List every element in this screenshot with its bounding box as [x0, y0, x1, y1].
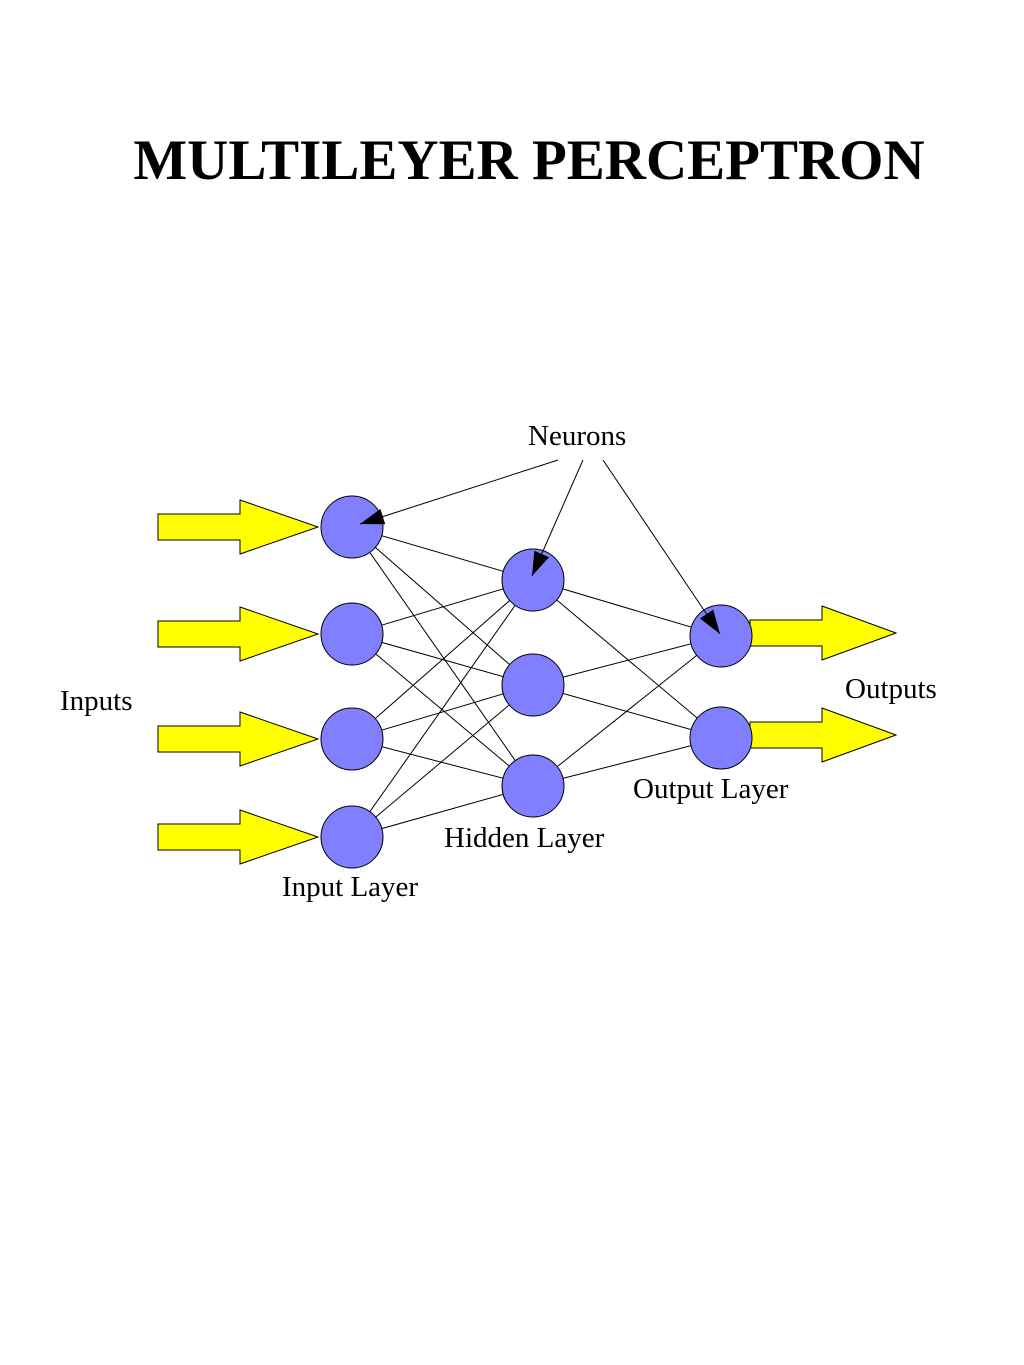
hidden-layer-label: Hidden Layer: [444, 822, 605, 854]
output-arrow-2: [749, 707, 898, 763]
connection-hidden-1-output-2: [532, 579, 722, 739]
input-arrow-2: [157, 606, 320, 662]
neuron-pointers: [359, 459, 721, 635]
connection-input-4-hidden-1: [351, 579, 534, 838]
pointer-input-line: [359, 459, 559, 525]
pointer-input-head: [360, 509, 386, 525]
inputs-label: Inputs: [60, 685, 133, 717]
input-arrow-1: [157, 499, 320, 555]
hidden-neuron-2: [501, 653, 565, 717]
pointer-output-head: [699, 609, 720, 634]
connection-hidden-3-output-2: [532, 737, 722, 787]
connection-input-4-hidden-2: [351, 684, 534, 838]
input-arrows: [157, 499, 320, 865]
output-arrow-1: [749, 605, 898, 661]
outputs-label: Outputs: [845, 673, 937, 705]
hidden-neuron-1: [501, 548, 565, 612]
input-arrow-4: [157, 809, 320, 865]
connection-hidden-3-output-1: [532, 635, 722, 787]
hidden-neuron-3: [501, 754, 565, 818]
neurons-label: Neurons: [528, 420, 626, 452]
connection-hidden-2-output-1: [532, 635, 722, 686]
input-neuron-1: [320, 495, 384, 559]
page-title: MULTILEYER PERCEPTRON: [133, 129, 925, 192]
output-neuron-1: [689, 604, 753, 668]
input-arrow-3: [157, 711, 320, 767]
input-neuron-4: [320, 805, 384, 869]
pointer-output-line: [602, 459, 721, 635]
output-arrows: [749, 605, 898, 763]
connection-input-3-hidden-1: [351, 579, 534, 740]
output-neuron-2: [689, 706, 753, 770]
input-neuron-2: [320, 602, 384, 666]
input-neuron-3: [320, 707, 384, 771]
connection-input-1-hidden-2: [351, 526, 534, 686]
output-layer-label: Output Layer: [633, 773, 789, 805]
connection-input-2-hidden-3: [351, 633, 534, 787]
input-layer-label: Input Layer: [282, 871, 418, 903]
connection-hidden-1-output-1: [532, 579, 722, 637]
pointer-hidden-head: [532, 550, 549, 576]
connection-input-1-hidden-3: [351, 526, 534, 787]
